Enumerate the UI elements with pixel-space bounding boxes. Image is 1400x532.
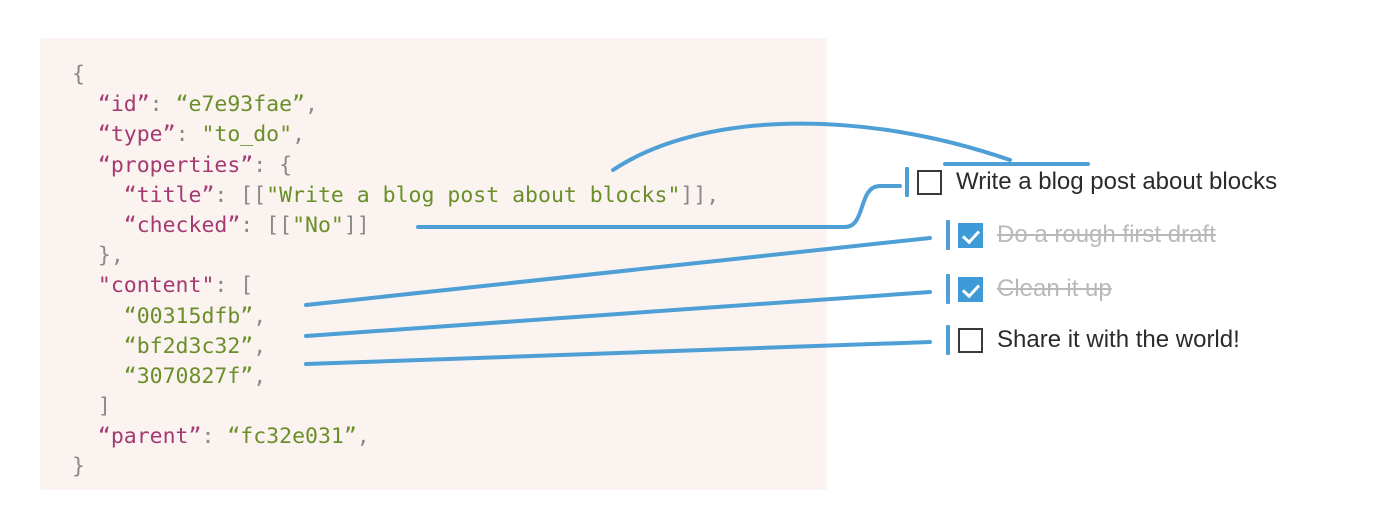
code-token: ]],: [680, 182, 720, 208]
code-token: “id”: [97, 92, 150, 118]
code-token: “bf2d3c32”: [123, 333, 254, 359]
code-token: ]]: [343, 212, 370, 238]
code-token: ,: [356, 424, 370, 450]
list-item[interactable]: Clean it up: [946, 272, 1112, 306]
code-line: “3070827f”,: [72, 362, 719, 392]
todo-item-label: Share it with the world!: [997, 326, 1240, 353]
connector-tick-icon: [905, 167, 909, 197]
checkbox-checked-icon[interactable]: [958, 276, 983, 302]
code-token: [72, 304, 124, 329]
code-token: “checked”: [123, 212, 241, 238]
code-line: “checked”: [["No"]]: [72, 211, 719, 241]
code-token: [72, 213, 124, 238]
list-item[interactable]: Do a rough first draft: [946, 218, 1216, 252]
code-token: ,: [305, 92, 318, 118]
todo-item-label: Do a rough first draft: [997, 221, 1216, 248]
code-line: “title”: [["Write a blog post about bloc…: [72, 181, 719, 211]
code-line: “type”: "to_do",: [72, 120, 719, 150]
checkbox-unchecked-icon[interactable]: [917, 169, 942, 195]
code-token: : [[: [214, 182, 267, 208]
code-token: : [[: [240, 212, 293, 238]
code-token: [72, 122, 98, 147]
todo-item-label: Write a blog post about blocks: [956, 168, 1278, 195]
code-line: },: [72, 241, 719, 271]
code-line: “id”: “e7e93fae”,: [72, 90, 719, 120]
code-line: “00315dfb”,: [72, 302, 719, 332]
code-token: "to_do": [201, 122, 293, 148]
list-item[interactable]: Share it with the world!: [946, 323, 1240, 357]
code-token: "content": [97, 273, 215, 299]
json-code-block: { “id”: “e7e93fae”, “type”: "to_do", “pr…: [72, 60, 719, 483]
code-token: “properties”: [97, 152, 254, 178]
code-token: }: [72, 454, 85, 480]
todo-item-label: Clean it up: [997, 275, 1112, 302]
code-line: “parent”: “fc32e031”,: [72, 422, 719, 452]
code-token: “fc32e031”: [227, 424, 357, 450]
code-line: }: [72, 452, 719, 482]
code-token: “title”: [123, 182, 215, 208]
code-token: [72, 183, 124, 208]
code-token: ,: [253, 333, 267, 359]
checkbox-unchecked-icon[interactable]: [958, 327, 983, 353]
code-token: :: [175, 122, 202, 148]
code-token: ,: [292, 122, 306, 148]
code-token: “parent”: [97, 424, 202, 450]
code-token: [72, 153, 98, 178]
connector-tick-icon: [946, 325, 950, 355]
code-token: [72, 92, 98, 117]
code-token: : {: [253, 152, 293, 178]
code-token: {: [72, 62, 85, 87]
code-token: [72, 364, 124, 389]
code-token: “type”: [97, 122, 176, 148]
code-token: “00315dfb”: [123, 303, 254, 329]
connector-tick-icon: [946, 220, 950, 250]
json-code-panel: { “id”: “e7e93fae”, “type”: "to_do", “pr…: [40, 38, 827, 490]
code-token: ]: [72, 394, 111, 420]
code-token: “e7e93fae”: [175, 92, 306, 118]
code-line: ]: [72, 392, 719, 422]
code-token: [72, 424, 98, 449]
connector-tick-icon: [946, 274, 950, 304]
code-line: “bf2d3c32”,: [72, 332, 719, 362]
code-token: [72, 273, 98, 298]
code-token: “3070827f”: [123, 363, 254, 389]
code-token: ,: [253, 363, 267, 389]
code-token: :: [201, 424, 228, 450]
code-token: ,: [253, 303, 267, 329]
code-token: "Write a blog post about blocks": [266, 182, 681, 208]
code-line: {: [72, 60, 719, 90]
code-token: "No": [292, 212, 344, 238]
code-line: “properties”: {: [72, 151, 719, 181]
code-line: "content": [: [72, 271, 719, 301]
code-token: :: [149, 92, 176, 118]
code-token: },: [72, 243, 124, 269]
checkbox-checked-icon[interactable]: [958, 222, 983, 248]
list-item[interactable]: Write a blog post about blocks: [905, 165, 1277, 199]
code-token: : [: [214, 273, 254, 299]
code-token: [72, 334, 124, 359]
